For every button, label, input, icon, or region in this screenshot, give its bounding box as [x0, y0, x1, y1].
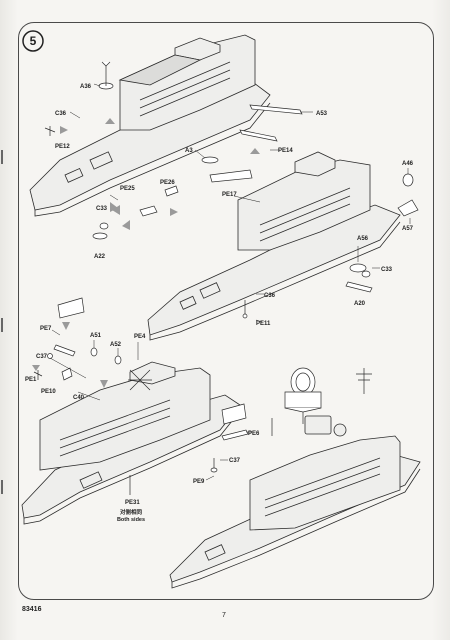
part-label: PE9 — [193, 479, 205, 485]
part-label: A52 — [110, 342, 122, 348]
binder-mark — [1, 150, 3, 164]
leader-lines-3 — [49, 329, 252, 481]
parts-ship-3 — [33, 297, 249, 495]
leader-lines-1 — [69, 83, 313, 201]
part-label: PE1 — [25, 377, 37, 383]
part-label: A57 — [402, 226, 414, 232]
part-label: PE25 — [120, 186, 135, 192]
part-label: PE26 — [160, 180, 175, 186]
part-label: A20 — [354, 301, 366, 307]
part-label: A46 — [402, 161, 414, 167]
part-label: C36 — [55, 111, 67, 117]
ship-hull-4 — [169, 415, 421, 589]
part-label: C37 — [229, 458, 241, 464]
part-label: A56 — [357, 236, 369, 242]
part-label: A22 — [94, 254, 106, 260]
part-label: C33 — [381, 267, 393, 273]
both-sides-note: 对侧相同 Both sides — [106, 510, 156, 524]
both-sides-en: Both sides — [116, 517, 146, 523]
part-label: A36 — [80, 84, 92, 90]
parts-ship-2 — [92, 173, 419, 319]
arrows-ship-1 — [60, 118, 260, 215]
leader-lines-2 — [233, 168, 411, 323]
part-label: PE14 — [278, 148, 293, 154]
part-label: PE10 — [41, 389, 56, 395]
part-label: C33 — [96, 206, 108, 212]
arrows-ship-2 — [110, 202, 178, 230]
binder-mark — [1, 480, 3, 494]
part-label: PE6 — [248, 431, 260, 437]
parts-ship-1 — [44, 61, 303, 183]
part-label: A53 — [316, 111, 328, 117]
step-number: 5 — [30, 34, 37, 48]
step-badge: 5 — [22, 30, 44, 52]
ship-hull-2 — [147, 151, 401, 341]
arrows-ship-3 — [32, 322, 108, 388]
part-label: PE17 — [222, 192, 237, 198]
part-label: PE7 — [40, 326, 52, 332]
binder-mark — [1, 318, 3, 332]
both-sides-cn: 对侧相同 — [119, 510, 142, 516]
part-label: C36 — [264, 293, 276, 299]
part-label: PE31 — [125, 500, 140, 506]
part-label: PE11 — [256, 321, 271, 327]
part-label: PE12 — [55, 144, 70, 150]
page-number: 7 — [222, 612, 226, 619]
catalog-number: 83416 — [22, 606, 42, 613]
ship-hull-1 — [29, 34, 271, 217]
part-label: A3 — [185, 148, 193, 154]
parts-ship-4 — [271, 367, 372, 436]
part-label: A51 — [90, 333, 102, 339]
part-label: PE4 — [134, 334, 146, 340]
part-label: C40 — [73, 395, 85, 401]
step-frame — [18, 22, 434, 600]
part-label: C37 — [36, 354, 48, 360]
